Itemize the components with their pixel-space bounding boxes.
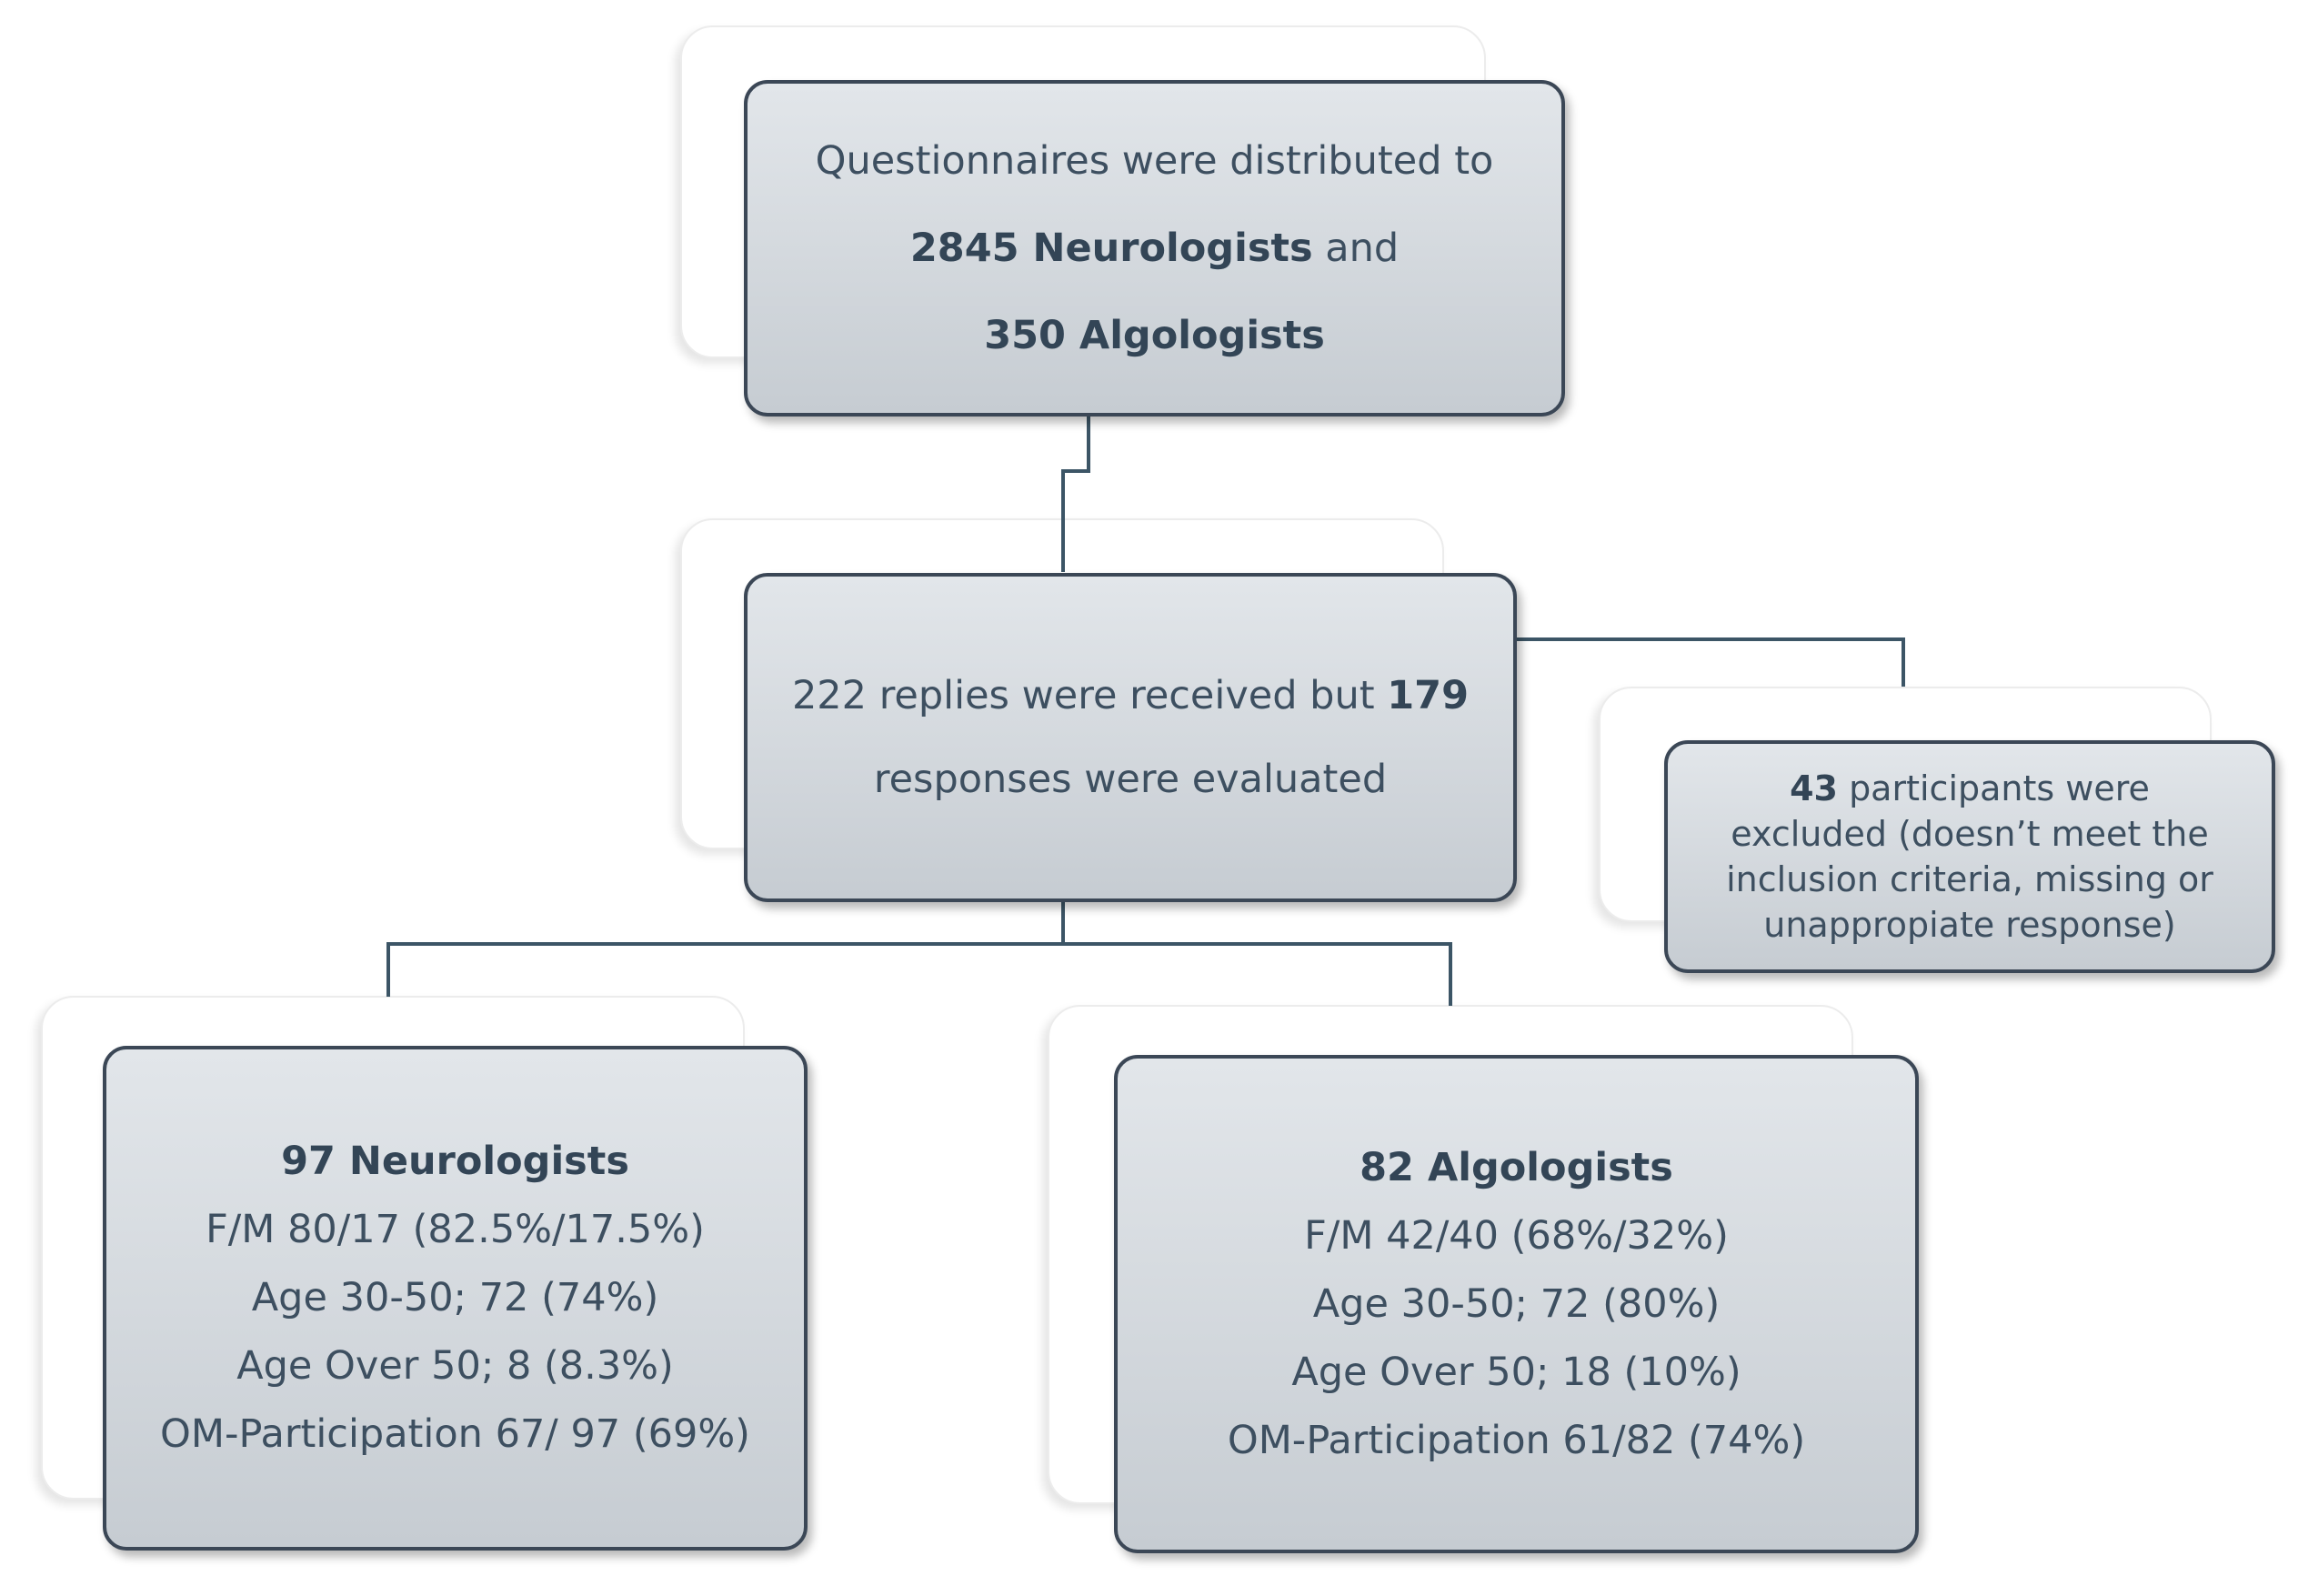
algologists-box: 82 Algologists F/M 42/40 (68%/32%) Age 3… — [1114, 1055, 1919, 1553]
algologists-distributed-count: 350 Algologists — [984, 313, 1325, 358]
algologists-age-30-50: Age 30-50; 72 (80%) — [1312, 1280, 1721, 1327]
algologists-age-over-50: Age Over 50; 18 (10%) — [1291, 1349, 1741, 1395]
replies-box: 222 replies were received but 179 respon… — [744, 573, 1517, 902]
neurologists-age-30-50: Age 30-50; 72 (74%) — [251, 1275, 659, 1320]
connector-middle-to-excluded-horizontal — [1455, 637, 1905, 641]
connector-middle-down — [1061, 900, 1065, 946]
connector-top-to-middle-jog — [1061, 469, 1090, 473]
connector-top-to-middle-upper — [1087, 373, 1090, 471]
replies-line-1-text: 222 replies were received but — [791, 673, 1388, 718]
neurologists-title: 97 Neurologists — [281, 1139, 629, 1184]
excluded-line-1: 43 participants were — [1790, 766, 2150, 811]
distribution-box: Questionnaires were distributed to 2845 … — [744, 80, 1565, 417]
excluded-count: 43 — [1790, 768, 1838, 808]
excluded-box: 43 participants were excluded (doesn’t m… — [1664, 740, 2275, 973]
connector-middle-to-excluded-vertical — [1902, 637, 1905, 687]
neurologists-om-participation: OM-Participation 67/ 97 (69%) — [160, 1411, 750, 1457]
distribution-line-2-rest: and — [1312, 226, 1400, 271]
connector-split-horizontal — [386, 942, 1452, 946]
algologists-title: 82 Algologists — [1360, 1144, 1673, 1190]
replies-line-2: responses were evaluated — [873, 757, 1388, 802]
connector-to-neurologists — [386, 942, 390, 997]
distribution-line-2: 2845 Neurologists and — [910, 205, 1399, 292]
excluded-line-2: excluded (doesn’t meet the — [1731, 814, 2209, 854]
connector-top-to-middle-lower — [1061, 469, 1065, 572]
neurologists-sex-ratio: F/M 80/17 (82.5%/17.5%) — [206, 1207, 705, 1252]
excluded-line-1-rest: participants were — [1837, 768, 2150, 808]
distribution-line-1: Questionnaires were distributed to — [815, 138, 1494, 184]
neurologists-box: 97 Neurologists F/M 80/17 (82.5%/17.5%) … — [103, 1046, 808, 1551]
neurologists-age-over-50: Age Over 50; 8 (8.3%) — [236, 1343, 674, 1389]
algologists-sex-ratio: F/M 42/40 (68%/32%) — [1304, 1212, 1729, 1259]
evaluated-count: 179 — [1387, 673, 1470, 718]
connector-to-algologists — [1449, 942, 1452, 1006]
neurologists-distributed-count: 2845 Neurologists — [909, 226, 1313, 271]
algologists-om-participation: OM-Participation 61/82 (74%) — [1227, 1417, 1806, 1463]
excluded-line-3: inclusion criteria, missing or — [1726, 859, 2213, 899]
excluded-line-4: unappropiate response) — [1763, 905, 2176, 945]
replies-line-1: 222 replies were received but 179 — [792, 654, 1469, 738]
